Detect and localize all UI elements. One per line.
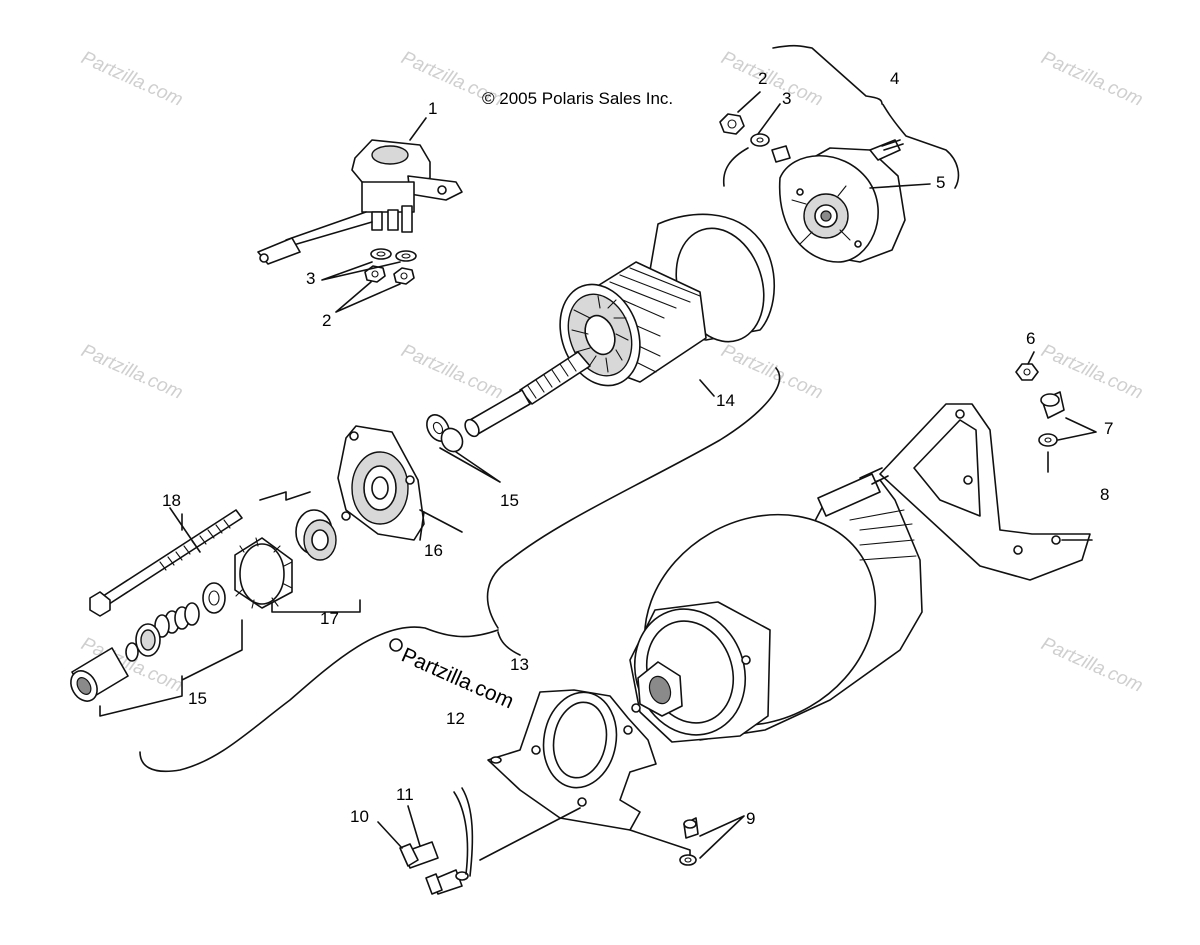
center-watermark: Partzilla.com	[398, 644, 517, 714]
callout-9: 9	[746, 809, 755, 828]
watermark: Partzilla.com	[1038, 47, 1146, 110]
part-1-solenoid	[257, 139, 463, 265]
callout-7: 7	[1104, 419, 1113, 438]
part-12-drive-bracket	[479, 689, 691, 861]
callout-11: 11	[396, 785, 414, 804]
callout-5: 5	[936, 173, 945, 192]
part-15-lower-parts	[70, 619, 243, 717]
callout-6: 6	[1026, 329, 1035, 348]
part-starter-motor-assembly	[629, 467, 923, 743]
part-6-nut	[1015, 363, 1039, 381]
bracket-part-4	[772, 44, 960, 189]
copyright-circle-icon	[389, 638, 403, 652]
callout-2: 2	[322, 311, 331, 330]
part-9-bolt-washer	[679, 815, 745, 866]
leader-part-13	[139, 367, 781, 772]
part-8-mounting-bracket	[879, 403, 1093, 581]
callout-18: 18	[162, 491, 181, 510]
part-15-upper-washers	[426, 414, 501, 483]
part-7-bolt-washer	[1038, 391, 1097, 473]
part-16-drive-end-plate	[337, 425, 463, 541]
callout-3: 3	[306, 269, 315, 288]
part-14-armature	[464, 213, 775, 438]
watermark: Partzilla.com	[1038, 633, 1146, 696]
callout-2: 2	[758, 69, 767, 88]
callout-leaders	[169, 117, 1035, 553]
part-spring	[154, 602, 200, 638]
callout-10: 10	[350, 807, 369, 826]
callout-14: 14	[716, 391, 735, 410]
watermark: Partzilla.com	[718, 47, 826, 110]
callout-3: 3	[782, 89, 791, 108]
callout-15: 15	[500, 491, 519, 510]
callout-8: 8	[1100, 485, 1109, 504]
part-pinion-gear	[202, 537, 293, 614]
callout-16: 16	[424, 541, 443, 560]
callout-labels: 1 2 3 4 5 3 2 6 7 8 9 10 11 12 13 14 15 …	[162, 69, 1113, 828]
watermark: Partzilla.com	[398, 340, 506, 403]
part-2-3-washers-lower	[321, 248, 417, 313]
callout-4: 4	[890, 69, 899, 88]
callout-17: 17	[320, 609, 339, 628]
part-5-end-cover	[771, 139, 906, 263]
part-18-through-bolt	[89, 491, 311, 617]
part-17-drive-cup	[271, 509, 361, 613]
part-2-3-washers-upper	[719, 91, 781, 187]
callout-15: 15	[188, 689, 207, 708]
copyright-notice: © 2005 Polaris Sales Inc.	[482, 89, 673, 108]
callout-1: 1	[428, 99, 437, 118]
watermark: Partzilla.com	[78, 47, 186, 110]
callout-13: 13	[510, 655, 529, 674]
part-10-11-bolts	[377, 787, 474, 895]
watermark: Partzilla.com	[78, 340, 186, 403]
callout-12: 12	[446, 709, 465, 728]
